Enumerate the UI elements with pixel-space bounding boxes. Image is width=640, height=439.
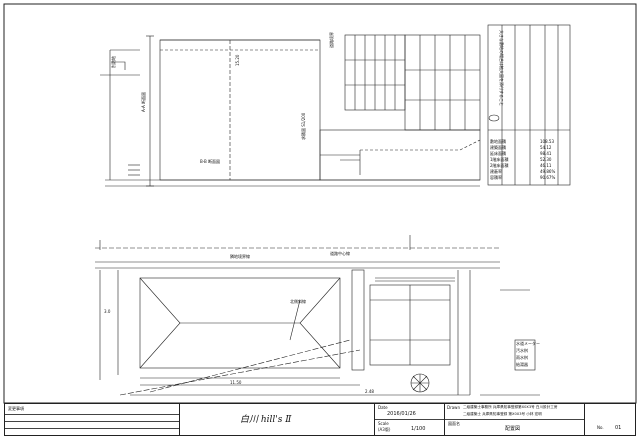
scale-value: 1/100 <box>411 426 426 432</box>
legend-rainwater: 雨水桝 <box>516 355 528 360</box>
legend-sewage: 汚水桝 <box>516 348 528 353</box>
number-label: No. <box>597 425 604 430</box>
area-row-label: 1階床面積 <box>490 157 509 162</box>
title-block: 変更事項 白川 hill's Ⅱ Date 2016/01/26 Scale (… <box>4 403 636 436</box>
area-row-value: 108.53 <box>540 139 554 144</box>
area-row-value: 54.12 <box>540 145 552 150</box>
area-row-value: 52.30 <box>540 157 552 162</box>
area-row-value: 46.11 <box>540 163 552 168</box>
legend-water-meter: 水道メーター <box>516 341 540 346</box>
drawing-name-label: 図面名 <box>448 421 460 426</box>
area-row-label: 延床面積 <box>490 151 506 156</box>
date-value: 2016/01/26 <box>387 411 416 417</box>
area-row-label: 建蔽率 <box>490 169 502 174</box>
lower-site-plan <box>95 235 540 396</box>
neighbor-boundary-label: 隣地境界線 <box>230 254 250 259</box>
dimension-4: 2.48 <box>365 389 374 394</box>
dimension-2: 11.50 <box>230 380 242 385</box>
drawn-label: Drawn <box>447 405 460 410</box>
dimension-1: 15.20 <box>235 54 240 66</box>
area-row-label: 2階床面積 <box>490 163 509 168</box>
area-row-label: 敷地面積 <box>490 139 506 144</box>
date-label: Date <box>378 405 388 410</box>
section-title-aa: A-A 断面図 <box>141 91 146 112</box>
revision-cell: 変更事項 <box>5 404 180 435</box>
legend-water-heater: 給湯器 <box>516 362 528 367</box>
area-row-label: 容積率 <box>490 175 502 180</box>
drawing-name: 配置図 <box>505 426 521 432</box>
date-scale-cell: Date 2016/01/26 Scale (A3版) 1/100 <box>375 404 445 435</box>
office-cell: Drawn 二級建築士事務所 兵庫県知事登録第X0X3号 白川設計工房 二級建築… <box>445 404 585 435</box>
note-north-setback: 北側斜線 <box>290 299 306 304</box>
office-line-2: 二級建築士 兵庫県知事登録 第X0X3号 小林 宏明 <box>463 412 542 416</box>
scale-note: 求積図 S1/200 <box>301 112 306 140</box>
scale-label: Scale <box>378 421 389 426</box>
road-center-label: 道路中心線 <box>330 251 350 256</box>
note-separate-site: 別敷地 <box>111 56 116 68</box>
dimension-3: 3.0 <box>104 309 111 314</box>
scale-paper: (A3版) <box>378 427 391 432</box>
area-row-value: 98.41 <box>540 151 552 156</box>
section-title-bb: B-B 断面図 <box>200 159 221 164</box>
revision-label: 変更事項 <box>8 406 24 411</box>
area-row-label: 建築面積 <box>490 145 506 150</box>
number-cell: No. 01 <box>585 404 635 435</box>
office-line-1: 二級建築士事務所 兵庫県知事登録第X0X3号 白川設計工房 <box>463 405 558 409</box>
upper-section <box>100 24 571 187</box>
number-value: 01 <box>615 425 622 431</box>
project-cell: 白川 hill's Ⅱ <box>180 404 375 435</box>
area-table-note: 大きな敷地の場合は拡大図を添付すること <box>499 30 504 106</box>
area-row-value: 49.86% <box>540 169 556 174</box>
road-boundary-label: 道路境界 <box>329 32 334 48</box>
project-name: 白川 hill's Ⅱ <box>240 415 292 425</box>
area-row-value: 90.67% <box>540 175 556 180</box>
